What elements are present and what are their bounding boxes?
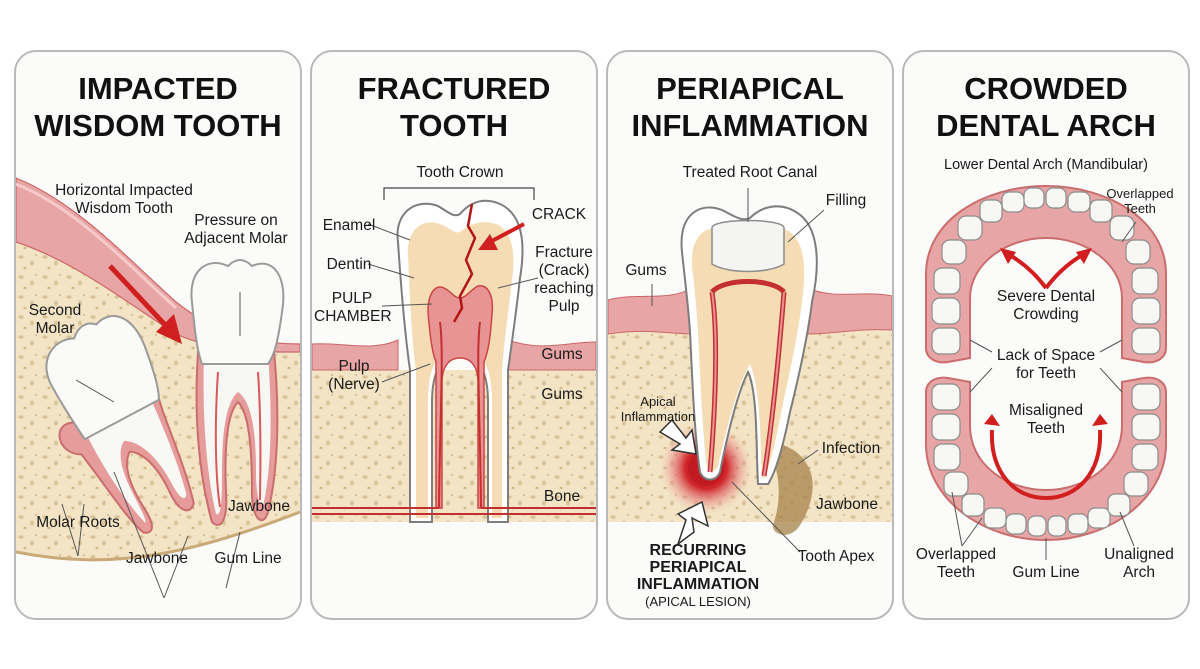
dental-arch-illustration (925, 184, 1167, 560)
label-gums: Gums (625, 262, 667, 279)
label-jawbone-lower: Jawbone (125, 550, 189, 567)
label-enamel: Enamel (322, 217, 376, 234)
upper-arch-teeth (931, 187, 1161, 355)
panel-crowded-dental-arch: CROWDED DENTAL ARCH Lower Dental Arch (M… (902, 50, 1190, 620)
panel-title: FRACTURED TOOTH (357, 71, 551, 143)
label-gum-line: Gum Line (1012, 564, 1080, 581)
panel-periapical-inflammation: PERIAPICAL INFLAMMATION Treated Root Can… (606, 50, 894, 620)
crack-line (452, 203, 477, 323)
label-dentin: Dentin (326, 256, 372, 273)
label-gums-a: Gums (541, 346, 583, 363)
label-bone: Bone (543, 488, 581, 505)
fractured-tooth-illustration (312, 187, 596, 523)
panel-title: IMPACTED WISDOM TOOTH (34, 71, 282, 143)
crown-bracket (383, 187, 535, 200)
impacted-tooth-illustration (16, 177, 300, 618)
arrow-apical-bottom (676, 500, 710, 547)
label-overlapped-teeth-bottom: Overlapped Teeth (915, 546, 997, 581)
panel-title: CROWDED DENTAL ARCH (936, 71, 1156, 143)
label-fracture: Fracture (Crack) reaching Pulp (534, 244, 594, 315)
label-jawbone: Jawbone (815, 496, 879, 513)
lower-arch-gum (925, 376, 1167, 542)
label-horizontal-impacted: Horizontal Impacted Wisdom Tooth (55, 182, 193, 217)
label-pressure-on-molar: Pressure on Adjacent Molar (184, 212, 288, 247)
label-molar-roots: Molar Roots (36, 514, 120, 531)
periapical-illustration (608, 188, 892, 553)
label-infection: Infection (821, 440, 881, 457)
crack-arrow (489, 222, 525, 244)
label-overlapped-teeth-top: Overlapped Teeth (1106, 186, 1174, 216)
label-unaligned-arch: Unaligned Arch (1104, 546, 1174, 581)
label-recurring-inflammation: RECURRING PERIAPICAL INFLAMMATION (636, 542, 760, 593)
label-gums-b: Gums (541, 386, 583, 403)
panel-title: PERIAPICAL INFLAMMATION (631, 71, 869, 143)
lower-arch-teeth (931, 383, 1161, 537)
label-tooth-crown: Tooth Crown (416, 164, 504, 181)
filling (711, 219, 785, 273)
label-apical-inflammation: Apical Inflammation (620, 394, 696, 424)
label-filling: Filling (825, 192, 867, 209)
label-tooth-apex: Tooth Apex (797, 548, 875, 565)
panel-impacted-wisdom-tooth: IMPACTED WISDOM TOOTH Horizontal Impacte… (14, 50, 302, 620)
label-jawbone-right: Jawbone (227, 498, 291, 515)
label-pulp-nerve: Pulp (Nerve) (328, 358, 380, 393)
label-lack-of-space: Lack of Space for Teeth (996, 347, 1096, 382)
pressure-arrow (108, 264, 170, 330)
upper-arch-gum (925, 184, 1167, 364)
label-apical-lesion: (APICAL LESION) (645, 594, 751, 609)
label-severe-crowding: Severe Dental Crowding (996, 288, 1096, 323)
arrow-apical-top (658, 418, 697, 455)
panel-fractured-tooth: FRACTURED TOOTH Tooth Crown Enamel Denti… (310, 50, 598, 620)
crowding-arrow-left (1007, 252, 1048, 290)
label-second-molar: Second Molar (28, 302, 82, 337)
misaligned-arc-arrow (989, 429, 1103, 501)
label-gum-line: Gum Line (214, 550, 282, 567)
label-misaligned-teeth: Misaligned Teeth (1008, 402, 1084, 437)
label-crack: CRACK (531, 206, 587, 223)
label-lower-dental-arch: Lower Dental Arch (Mandibular) (944, 157, 1148, 173)
label-pulp-chamber: PULP CHAMBER (314, 290, 392, 325)
infection-area (758, 442, 813, 535)
crowding-arrow-right (1044, 252, 1085, 290)
label-treated-root-canal: Treated Root Canal (682, 164, 818, 181)
